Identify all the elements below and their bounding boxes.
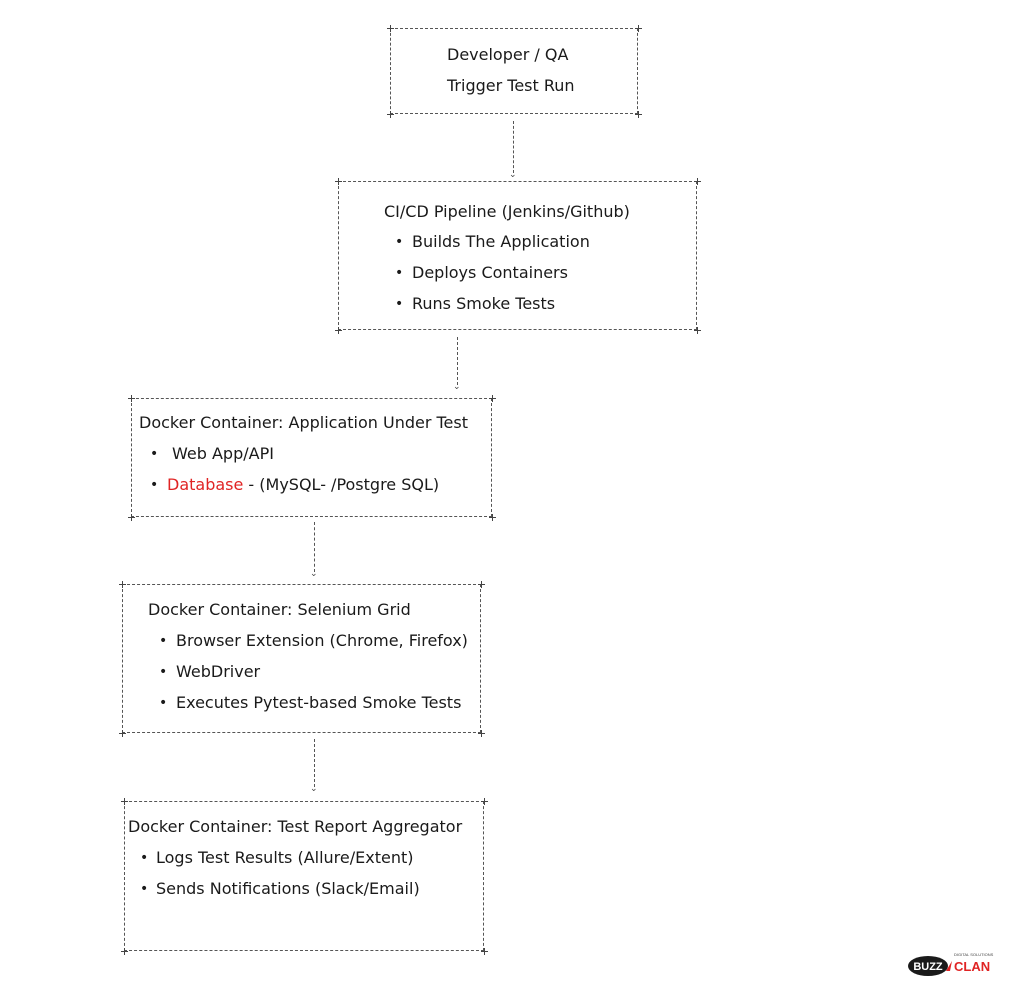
bullet-icon: • <box>140 850 149 866</box>
logo-right-text: CLAN <box>954 959 990 974</box>
box-corner-mark <box>334 326 342 334</box>
arrow-aut-to-grid <box>314 522 315 572</box>
grid-box <box>122 584 481 733</box>
box-corner-mark <box>127 394 135 402</box>
aut-bullet-1: Web App/API <box>172 444 274 463</box>
arrowhead-icon: ⌄ <box>509 170 517 180</box>
box-corner-mark <box>127 513 135 521</box>
grid-bullet-3: Executes Pytest-based Smoke Tests <box>176 693 462 712</box>
bullet-icon: • <box>140 881 149 897</box>
box-corner-mark <box>477 580 485 588</box>
bullet-icon: • <box>395 265 404 281</box>
arrow-trigger-to-cicd <box>513 121 514 173</box>
box-corner-mark <box>480 797 488 805</box>
arrowhead-icon: ⌄ <box>310 784 318 794</box>
cicd-title: CI/CD Pipeline (Jenkins/Github) <box>384 202 630 221</box>
arrowhead-icon: ⌄ <box>453 382 461 392</box>
bullet-icon: • <box>159 695 168 711</box>
box-corner-mark <box>634 110 642 118</box>
grid-title: Docker Container: Selenium Grid <box>148 600 411 619</box>
bullet-icon: • <box>395 234 404 250</box>
cicd-bullet-3: Runs Smoke Tests <box>412 294 556 313</box>
box-corner-mark <box>693 326 701 334</box>
box-corner-mark <box>488 513 496 521</box>
trigger-box <box>390 28 638 114</box>
trigger-line-1: Developer / QA <box>447 45 569 64</box>
logo-tagline: DIGITAL SOLUTIONS <box>954 952 994 957</box>
bullet-icon: • <box>159 633 168 649</box>
box-corner-mark <box>120 797 128 805</box>
box-corner-mark <box>693 177 701 185</box>
aut-bullet-2: Database - (MySQL- /Postgre SQL) <box>167 475 439 495</box>
logo-left-text: BUZZ <box>913 961 943 973</box>
report-bullet-2: Sends Notifications (Slack/Email) <box>156 879 420 898</box>
cicd-box <box>338 181 697 330</box>
arrowhead-icon: ⌄ <box>310 569 318 579</box>
bullet-icon: • <box>159 664 168 680</box>
bullet-icon: • <box>150 446 159 462</box>
grid-bullet-1: Browser Extension (Chrome, Firefox) <box>176 631 468 650</box>
database-highlight: Database <box>167 475 244 494</box>
report-title: Docker Container: Test Report Aggregator <box>128 817 463 836</box>
box-corner-mark <box>386 110 394 118</box>
grid-bullet-2: WebDriver <box>176 662 261 681</box>
box-corner-mark <box>634 24 642 32</box>
box-corner-mark <box>477 729 485 737</box>
arrow-cicd-to-aut <box>457 337 458 385</box>
cicd-bullet-1: Builds The Application <box>412 232 590 251</box>
buzzclan-logo: BUZZ CLAN DIGITAL SOLUTIONS <box>906 947 1002 981</box>
box-corner-mark <box>118 729 126 737</box>
aut-title: Docker Container: Application Under Test <box>139 413 468 432</box>
report-bullet-1: Logs Test Results (Allure/Extent) <box>156 848 414 867</box>
box-corner-mark <box>386 24 394 32</box>
bullet-icon: • <box>150 477 159 493</box>
bullet-icon: • <box>395 296 404 312</box>
box-corner-mark <box>120 947 128 955</box>
cicd-bullet-2: Deploys Containers <box>412 263 568 282</box>
box-corner-mark <box>334 177 342 185</box>
box-corner-mark <box>480 947 488 955</box>
trigger-line-2: Trigger Test Run <box>447 76 575 95</box>
aut-box <box>131 398 492 517</box>
buzzclan-logo-icon: BUZZ CLAN DIGITAL SOLUTIONS <box>908 952 994 976</box>
arrow-grid-to-report <box>314 739 315 787</box>
box-corner-mark <box>488 394 496 402</box>
box-corner-mark <box>118 580 126 588</box>
database-detail: - (MySQL- /Postgre SQL) <box>243 475 440 494</box>
report-box <box>124 801 484 951</box>
